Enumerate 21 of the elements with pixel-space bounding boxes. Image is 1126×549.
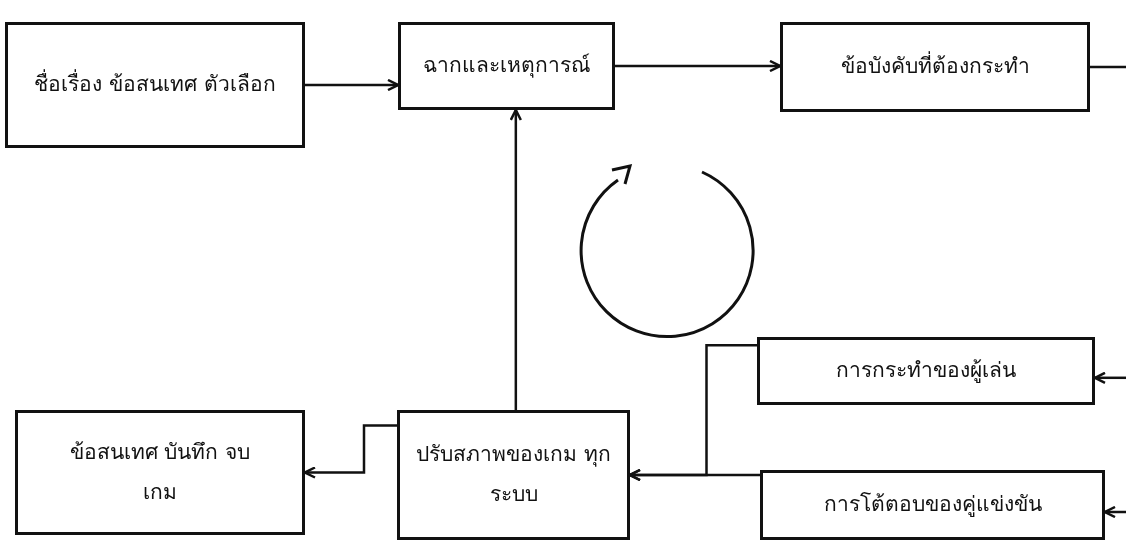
box-label: การกระทำของผู้เล่น <box>836 357 1016 385</box>
process-box <box>780 22 1090 112</box>
box-label: ปรับสภาพของเกม ทุกระบบ <box>415 441 612 508</box>
arrow <box>303 424 397 479</box>
box-label: ข้อบังคับที่ต้องกระทำ <box>840 47 1030 87</box>
arrow <box>628 468 760 482</box>
process-box <box>397 410 630 540</box>
arrow <box>509 108 523 410</box>
box-label: การโต้ตอบของคู่แข่งขัน <box>823 491 1042 519</box>
arrow <box>305 78 400 92</box>
process-box <box>5 22 305 148</box>
process-box <box>15 410 305 535</box>
arrow <box>1093 371 1126 385</box>
process-box <box>757 337 1095 405</box>
process-box <box>398 22 615 110</box>
arrow <box>615 59 782 73</box>
arrow <box>1103 505 1126 519</box>
box-label: ฉากและเหตุการณ์ <box>423 52 590 80</box>
process-box <box>760 470 1105 540</box>
box-label: ชื่อเรื่อง ข้อสนเทศ ตัวเลือก <box>34 65 276 105</box>
box-label: ข้อสนเทศ บันทึก จบเกม <box>68 438 252 506</box>
